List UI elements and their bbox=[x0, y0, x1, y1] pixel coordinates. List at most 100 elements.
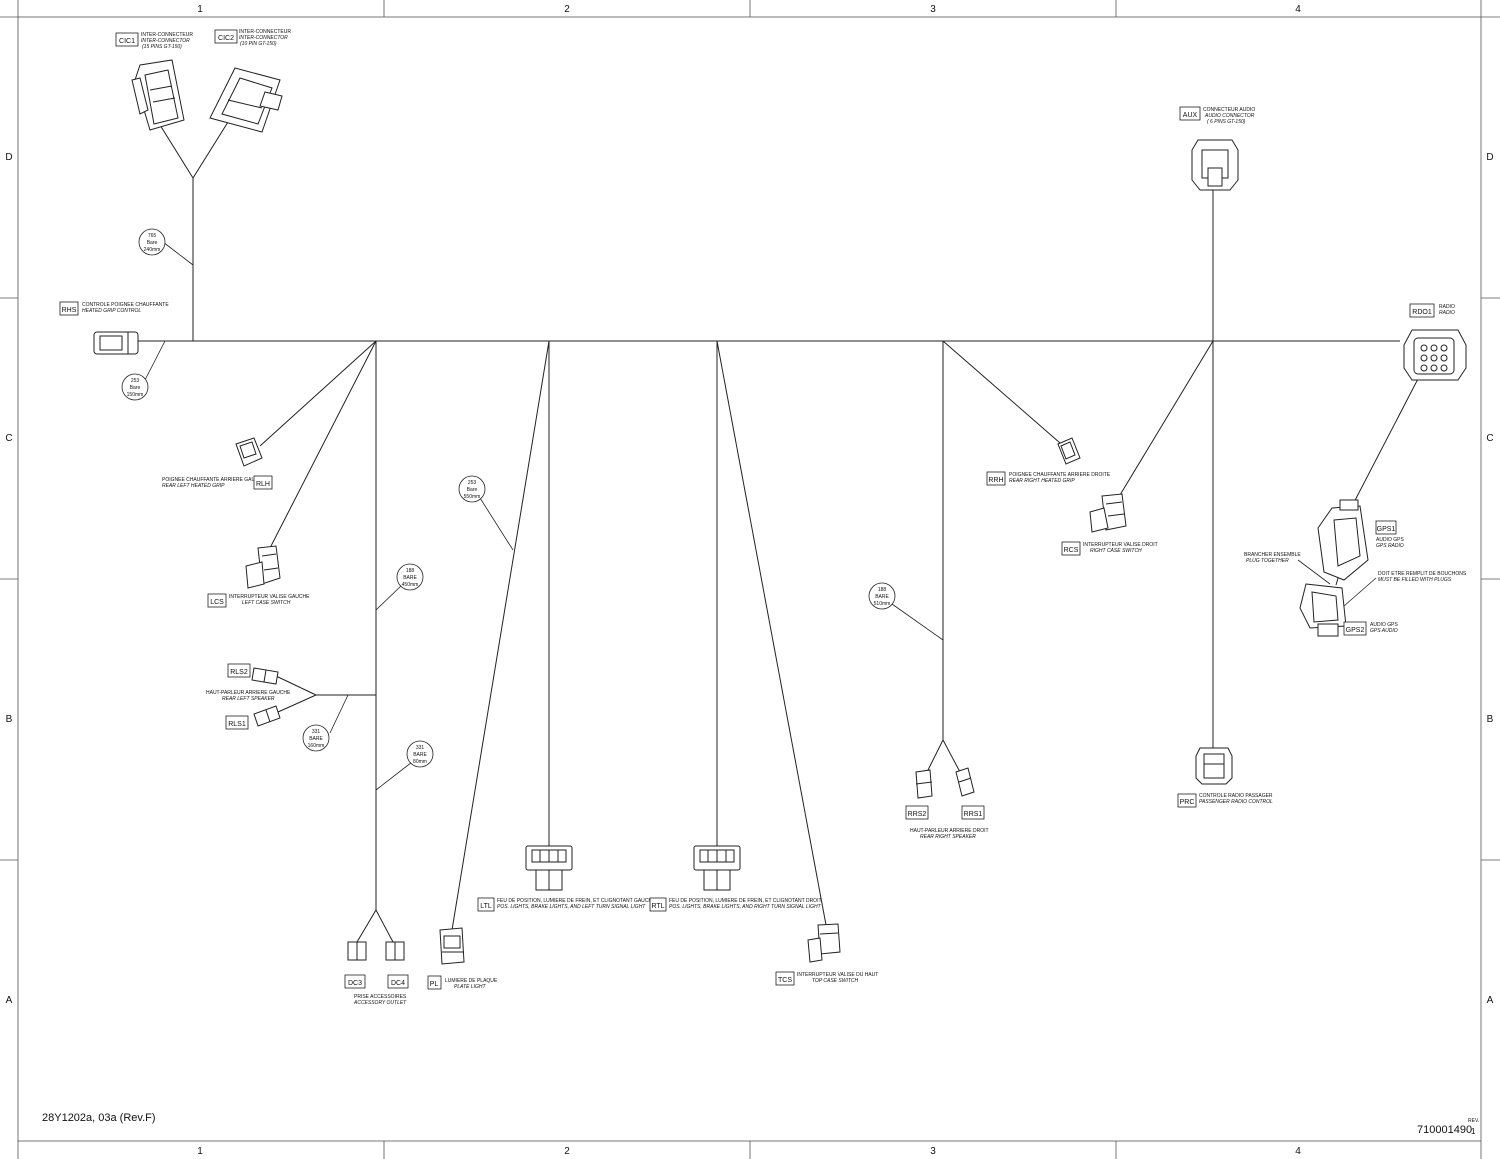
pl-connector-icon bbox=[439, 927, 465, 965]
cic1-note: (15 PINS GT-150) bbox=[142, 44, 182, 50]
wire-tag-188b-num: 188 bbox=[878, 587, 887, 593]
wire-tag-188-450: 188 BARE 450mm bbox=[375, 563, 424, 611]
rdo1-fr: RADIO bbox=[1439, 304, 1455, 310]
rdo1-connector-icon bbox=[1403, 329, 1467, 381]
lcs-en: LEFT CASE SWITCH bbox=[242, 600, 291, 606]
cic1-code-box bbox=[115, 32, 139, 47]
wire-tag-188a-num: 188 bbox=[406, 568, 415, 574]
cic1-code: CIC1 bbox=[119, 38, 135, 45]
cic2-code-box bbox=[214, 29, 238, 44]
dc3-code: DC3 bbox=[348, 980, 362, 987]
lcs-fr: INTERRUPTEUR VALISE GAUCHE bbox=[229, 594, 310, 600]
rhs-fr: CONTROLE POIGNEE CHAUFFANTE bbox=[82, 302, 169, 308]
lcs-code-box bbox=[207, 593, 227, 608]
cic1-connector-icon bbox=[131, 59, 185, 131]
tcs-en: TOP CASE SWITCH bbox=[812, 978, 859, 984]
dc4-code: DC4 bbox=[391, 980, 405, 987]
grid-row-left-a: A bbox=[6, 995, 13, 1006]
rhs-code: RHS bbox=[62, 307, 77, 314]
grid-row-right-d: D bbox=[1486, 152, 1493, 163]
wire-tag-331a-kind: BARE bbox=[309, 736, 323, 742]
wire-tag-331a-num: 331 bbox=[312, 729, 321, 735]
grid-col-top-2: 2 bbox=[564, 4, 570, 15]
gps2-code-box bbox=[1343, 621, 1367, 636]
wire-tag-331a-len: 160mm bbox=[308, 743, 325, 749]
rhs-en: HEATED GRIP CONTROL bbox=[82, 308, 141, 314]
gps2-note-fr: DOIT ETRE REMPLIT DE BOUCHONS bbox=[1378, 571, 1467, 577]
rtl-en: POS. LIGHTS, BRAKE LIGHTS, AND RIGHT TUR… bbox=[669, 904, 822, 910]
rdo1-en: RADIO bbox=[1439, 310, 1455, 316]
rrs2-code-box bbox=[905, 805, 929, 820]
connector-labels: CIC1 INTER-CONNECTEUR INTER-CONNECTOR (1… bbox=[59, 29, 1467, 1006]
grid-col-bottom-3: 3 bbox=[930, 1146, 936, 1157]
revision-value: 1 bbox=[1471, 1127, 1476, 1136]
rrs1-connector-icon bbox=[955, 767, 975, 797]
rrs1-code-box bbox=[961, 805, 985, 820]
aux-code: AUX bbox=[1183, 112, 1198, 119]
aux-code-box bbox=[1179, 106, 1201, 121]
prc-fr: CONTROLE RADIO PASSAGER bbox=[1199, 793, 1273, 799]
gps-plug-together-en: PLUG TOGETHER bbox=[1246, 558, 1289, 564]
rrh-connector-icon bbox=[1057, 437, 1081, 465]
cic1-en: INTER-CONNECTOR bbox=[141, 38, 190, 44]
cic2-connector-icon bbox=[209, 67, 283, 133]
aux-note: ( 6 PINS GT-150) bbox=[1207, 119, 1246, 125]
ltl-code: LTL bbox=[480, 903, 492, 910]
tcs-code: TCS bbox=[778, 977, 792, 984]
prc-code-box bbox=[1177, 793, 1197, 808]
rlh-code: RLH bbox=[256, 481, 270, 488]
gps2-code: GPS2 bbox=[1346, 627, 1365, 634]
wire-tag-765: 765 Bare 240mm bbox=[138, 228, 194, 266]
wire-tag-765-len: 240mm bbox=[144, 247, 161, 253]
grid-row-right-b: B bbox=[1487, 714, 1494, 725]
rrh-code-box bbox=[986, 471, 1006, 486]
grid-col-top-1: 1 bbox=[197, 4, 203, 15]
aux-connector-icon bbox=[1191, 139, 1239, 191]
rtl-connector-icon bbox=[693, 845, 741, 891]
revision-label: REV. bbox=[1468, 1118, 1480, 1124]
wire-tag-253a-len: 150mm bbox=[127, 392, 144, 398]
grid-col-bottom-4: 4 bbox=[1295, 1146, 1301, 1157]
wire-tag-188a-kind: BARE bbox=[403, 575, 417, 581]
grid-labels: 1 2 3 4 1 2 3 4 D C B A D C B A bbox=[5, 4, 1493, 1157]
grid-row-right-c: C bbox=[1486, 433, 1493, 444]
prc-code: PRC bbox=[1180, 799, 1195, 806]
wire-tag-188b-len: 510mm bbox=[874, 601, 891, 607]
rrs1-code: RRS1 bbox=[964, 811, 983, 818]
wire-tag-188-510: 188 BARE 510mm bbox=[868, 582, 944, 641]
dc3-connector-icon bbox=[347, 941, 367, 961]
rtl-code-box bbox=[649, 897, 667, 912]
wire-tag-331-160: 331 BARE 160mm bbox=[302, 694, 349, 752]
part-number: 710001490 bbox=[1417, 1124, 1473, 1136]
ltl-fr: FEU DE POSITION, LUMIERE DE FREIN, ET CL… bbox=[497, 898, 656, 904]
ltl-code-box bbox=[477, 897, 495, 912]
rdo1-code-box bbox=[1409, 303, 1435, 318]
wire-tag-253b-len: 550mm bbox=[464, 494, 481, 500]
dc-group-en: ACCESSORY OUTLET bbox=[353, 1000, 407, 1006]
gps2-note-en: MUST BE FILLED WITH PLUGS bbox=[1378, 577, 1452, 583]
rcs-connector-icon bbox=[1089, 493, 1127, 533]
rrh-fr: POIGNEE CHAUFFANTE ARRIERE DROITE bbox=[1009, 472, 1111, 478]
rls1-code: RLS1 bbox=[228, 721, 246, 728]
pl-code: PL bbox=[430, 981, 439, 988]
rls-group-fr: HAUT-PARLEUR ARRIERE GAUCHE bbox=[206, 690, 291, 696]
rrs2-code: RRS2 bbox=[908, 811, 927, 818]
rls1-code-box bbox=[225, 715, 249, 730]
gps1-code: GPS1 bbox=[1377, 526, 1396, 533]
gps-plug-together-fr: BRANCHER ENSEMBLE bbox=[1244, 552, 1301, 558]
rlh-fr: POIGNEE CHAUFFANTE ARRIERE GAUCHE bbox=[162, 477, 266, 483]
rrs-group-fr: HAUT-PARLEUR ARRIERE DROIT bbox=[910, 828, 989, 834]
gps1-connector-icon bbox=[1317, 499, 1369, 581]
drawing-reference: 28Y1202a, 03a (Rev.F) bbox=[42, 1112, 156, 1124]
grid-col-bottom-2: 2 bbox=[564, 1146, 570, 1157]
grid-row-left-c: C bbox=[5, 433, 12, 444]
rls1-connector-icon bbox=[253, 705, 281, 727]
rcs-code-box bbox=[1061, 541, 1081, 556]
rcs-fr: INTERRUPTEUR VALISE DROIT bbox=[1083, 542, 1158, 548]
tcs-fr: INTERRUPTEUR VALISE DU HAUT bbox=[797, 972, 878, 978]
rhs-code-box bbox=[59, 301, 79, 316]
rtl-fr: FEU DE POSITION, LUMIERE DE FREIN, ET CL… bbox=[669, 898, 822, 904]
lcs-connector-icon bbox=[245, 545, 281, 589]
wire-tag-331b-num: 331 bbox=[416, 745, 425, 751]
